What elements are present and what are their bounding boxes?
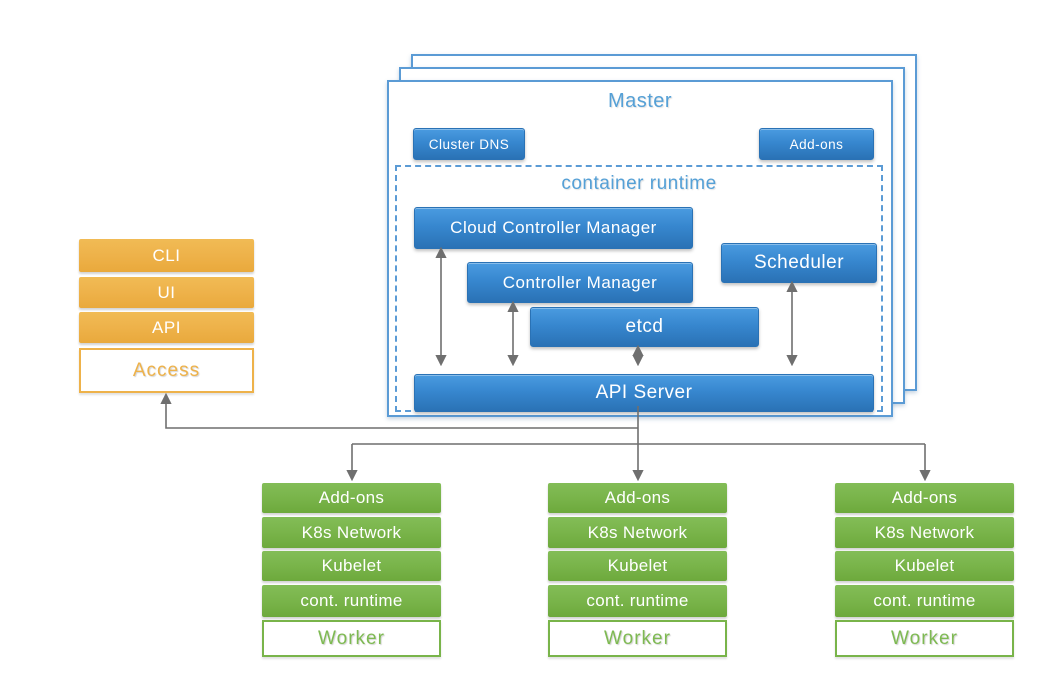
cli-box: CLI [79,239,254,272]
container-runtime-title: container runtime [561,173,717,194]
worker1-addons-box: Add-ons [262,483,441,513]
cloud-controller-manager-box: Cloud Controller Manager [414,207,693,249]
worker2-k8s-network-box: K8s Network [548,517,727,548]
master-title: Master [607,90,673,112]
worker2-addons-box: Add-ons [548,483,727,513]
worker1-kubelet-box: Kubelet [262,551,441,581]
access-stack: CLI UI API Access [79,239,254,393]
worker2-kubelet-box: Kubelet [548,551,727,581]
scheduler-box: Scheduler [721,243,877,283]
worker3-addons-box: Add-ons [835,483,1014,513]
worker3-label-box: Worker [835,620,1014,657]
etcd-box: etcd [530,307,759,347]
master-node: Master Cluster DNS Add-ons container run… [387,80,893,417]
worker3-k8s-network-box: K8s Network [835,517,1014,548]
ui-box: UI [79,277,254,308]
worker1-k8s-network-box: K8s Network [262,517,441,548]
container-runtime-region: container runtime Cloud Controller Manag… [395,165,883,412]
controller-manager-box: Controller Manager [467,262,693,303]
access-label-box: Access [79,348,254,393]
worker1-cont-runtime-box: cont. runtime [262,585,441,617]
worker1-label-box: Worker [262,620,441,657]
master-addons-box: Add-ons [759,128,874,160]
worker-node-1: Add-ons K8s Network Kubelet cont. runtim… [262,483,441,657]
worker2-label-box: Worker [548,620,727,657]
cluster-dns-box: Cluster DNS [413,128,525,160]
worker2-cont-runtime-box: cont. runtime [548,585,727,617]
worker3-cont-runtime-box: cont. runtime [835,585,1014,617]
worker-node-2: Add-ons K8s Network Kubelet cont. runtim… [548,483,727,657]
worker-node-3: Add-ons K8s Network Kubelet cont. runtim… [835,483,1014,657]
worker3-kubelet-box: Kubelet [835,551,1014,581]
api-box: API [79,312,254,343]
api-server-box: API Server [414,374,874,412]
